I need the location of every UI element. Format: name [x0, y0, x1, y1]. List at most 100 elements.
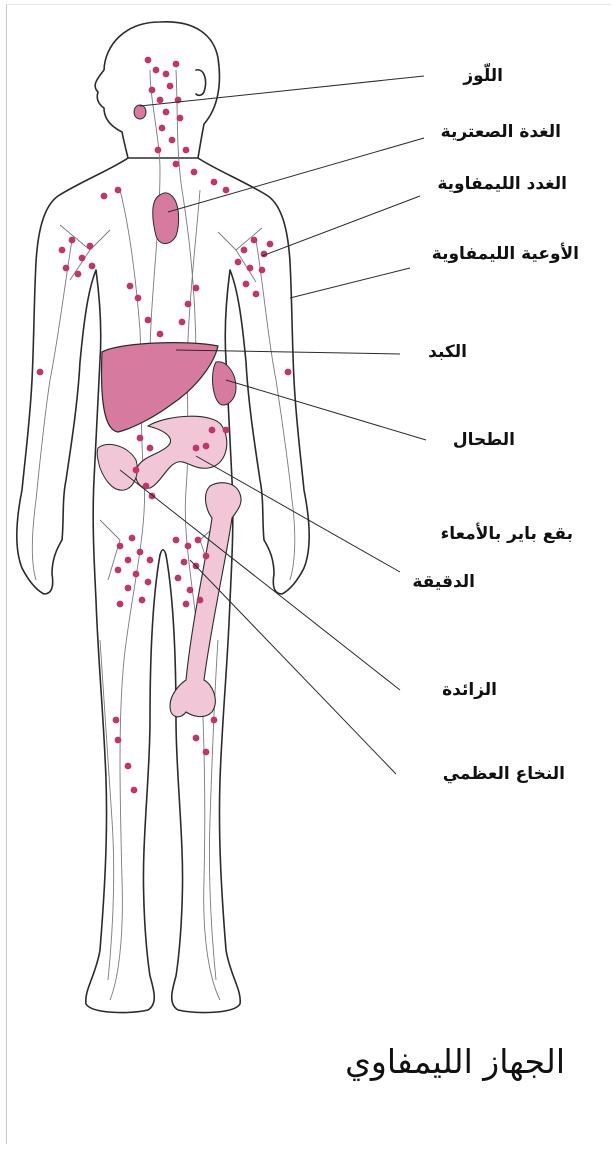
lymph-node-dot — [173, 161, 180, 168]
leader-thymus — [168, 138, 424, 212]
right-side-outline — [166, 158, 309, 1012]
lymph-node-dot — [113, 717, 120, 724]
lymph-node-dot — [235, 259, 242, 266]
lymph-node-dot — [203, 553, 210, 560]
lymph-node-dot — [115, 567, 122, 574]
body-outline — [17, 22, 310, 1013]
label-tonsils: اللّوز — [463, 66, 503, 87]
lymph-node-dot — [117, 543, 124, 550]
lymph-node-dot — [195, 537, 202, 544]
tonsils-organ — [134, 105, 146, 119]
lymph-node-dot — [243, 281, 250, 288]
lymph-node-dot — [139, 597, 146, 604]
lymph-node-dot — [133, 571, 140, 578]
lymph-node-dot — [247, 265, 254, 272]
leader-lymph-nodes — [262, 196, 420, 256]
lymph-node-dot — [117, 601, 124, 608]
lymph-node-dot — [193, 285, 200, 292]
lymph-node-dot — [145, 579, 152, 586]
lymph-node-dot — [181, 559, 188, 566]
lymph-node-dot — [285, 369, 292, 376]
leader-appendix — [120, 470, 400, 690]
leader-tonsils — [140, 76, 424, 106]
lymph-node-dot — [87, 243, 94, 250]
lymph-node-dot — [127, 283, 134, 290]
lymph-node-dot — [203, 749, 210, 756]
lymph-node-dot — [145, 317, 152, 324]
lymph-node-dot — [63, 265, 70, 272]
lymph-node-dot — [267, 241, 274, 248]
lymph-node-dot — [251, 237, 258, 244]
lymph-node-dot — [183, 601, 190, 608]
label-lymph-nodes: الغدد الليمفاوية — [437, 174, 567, 195]
leader-lymph-vessels — [290, 268, 410, 298]
lymph-node-dot — [155, 147, 162, 154]
leader-bone-marrow — [190, 560, 396, 774]
diagram-title: الجهاز الليمفاوي — [345, 1042, 565, 1081]
spleen-organ — [213, 362, 236, 405]
lymph-node-dot — [137, 549, 144, 556]
lymph-node-dot — [115, 737, 122, 744]
lymph-node-dot — [173, 61, 180, 68]
lymph-node-dot — [197, 597, 204, 604]
lymph-node-dot — [193, 445, 200, 452]
left-side-outline — [17, 158, 160, 1012]
lymph-node-dot — [253, 291, 260, 298]
lymph-node-dot — [259, 267, 266, 274]
lymph-node-dot — [79, 255, 86, 262]
lymph-node-dot — [159, 125, 166, 132]
lymph-node-dot — [137, 435, 144, 442]
lymph-node-dot — [211, 179, 218, 186]
crotch — [160, 550, 166, 555]
label-peyer-line2: الدقيقة — [412, 572, 475, 593]
lymph-node-dot — [191, 169, 198, 176]
label-lymph-vessels: الأوعية الليمفاوية — [432, 244, 579, 265]
lymph-node-dot — [129, 535, 136, 542]
lymph-node-dot — [89, 263, 96, 270]
lymph-node-dot — [175, 575, 182, 582]
lymph-node-dot — [177, 115, 184, 122]
ear — [196, 70, 206, 96]
label-spleen: الطحال — [453, 430, 515, 451]
appendix-organ — [97, 444, 137, 490]
lymph-node-dot — [223, 187, 230, 194]
lymph-node-dot — [193, 735, 200, 742]
label-bone-marrow: النخاع العظمي — [443, 764, 565, 785]
lymph-node-dot — [223, 427, 230, 434]
lymph-node-dot — [169, 137, 176, 144]
lymph-node-dot — [179, 319, 186, 326]
lymph-node-dot — [203, 443, 210, 450]
lymph-node-dot — [241, 247, 248, 254]
lymph-node-dot — [125, 557, 132, 564]
lymph-node-dot — [157, 331, 164, 338]
lymph-node-dot — [173, 537, 180, 544]
lymph-node-dot — [125, 585, 132, 592]
lymph-node-dot — [135, 295, 142, 302]
lymph-node-dot — [145, 57, 152, 64]
lymph-node-dot — [183, 147, 190, 154]
lymph-node-dot — [163, 109, 170, 116]
lymph-node-dot — [185, 543, 192, 550]
leader-spleen — [226, 380, 426, 440]
lymph-node-dot — [115, 187, 122, 194]
lymph-node-dot — [37, 369, 44, 376]
lymph-node-dot — [185, 301, 192, 308]
lymph-node-dot — [187, 587, 194, 594]
lymph-node-dot — [167, 83, 174, 90]
lymph-node-dot — [125, 763, 132, 770]
thymus-organ — [153, 193, 179, 244]
lymph-node-dot — [133, 467, 140, 474]
lymph-node-dot — [69, 237, 76, 244]
lymph-node-dot — [153, 67, 160, 74]
lymph-node-dot — [149, 87, 156, 94]
lymph-node-dot — [147, 557, 154, 564]
lymph-node-dot — [131, 787, 138, 794]
lymph-node-dot — [101, 193, 108, 200]
label-thymus: الغدة الصعترية — [441, 122, 561, 143]
lymph-node-dot — [209, 427, 216, 434]
label-liver: الكبد — [428, 342, 467, 363]
lymph-node-dot — [147, 445, 154, 452]
label-peyer-line1: بقع باير بالأمعاء — [441, 524, 573, 545]
lymph-node-dot — [157, 97, 164, 104]
